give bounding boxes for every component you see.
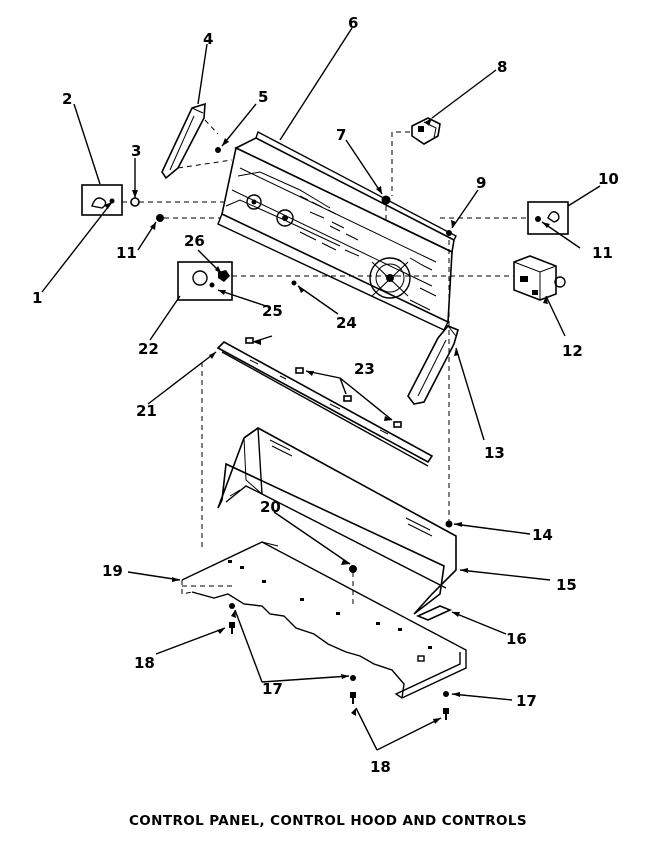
callout-14: 14: [532, 526, 553, 544]
arrowheads: [104, 118, 550, 724]
part-17-nut-left: [229, 603, 235, 609]
part-12-timer: [513, 255, 566, 301]
callout-16: 16: [506, 630, 527, 648]
callout-22: 22: [138, 340, 159, 358]
callout-1: 1: [32, 289, 42, 307]
callout-20: 20: [260, 498, 281, 516]
callout-24: 24: [336, 314, 357, 332]
callout-23: 23: [354, 360, 375, 378]
part-23-clip-c: [343, 395, 352, 402]
callout-18-left: 18: [134, 654, 155, 672]
part-6-control-panel: [217, 130, 457, 331]
callout-7: 7: [336, 126, 346, 144]
part-11-screw-left: [156, 214, 164, 222]
part-18-screw-right: [443, 708, 449, 720]
callout-2: 2: [62, 90, 72, 108]
part-10-knob-plate: [527, 201, 569, 235]
part-7-clip: [381, 195, 391, 205]
part-23-clip-a: [245, 337, 254, 344]
callout-11-right: 11: [592, 244, 613, 262]
callout-15: 15: [556, 576, 577, 594]
callout-18-bottom: 18: [370, 758, 391, 776]
part-4-left-bracket: [161, 102, 206, 180]
part-5-screw: [215, 147, 221, 153]
callout-10: 10: [598, 170, 619, 188]
callout-26: 26: [184, 232, 205, 250]
callout-12: 12: [562, 342, 583, 360]
callout-8: 8: [497, 58, 507, 76]
part-20-clip: [349, 565, 357, 573]
part-18-screw-center: [350, 692, 356, 704]
callout-21: 21: [136, 402, 157, 420]
callout-13: 13: [484, 444, 505, 462]
leader-lines: [41, 27, 601, 751]
part-17-nut-center: [350, 675, 356, 681]
callout-5: 5: [258, 88, 268, 106]
part-14-screw: [445, 520, 453, 528]
part-21-trim-strip: [216, 341, 434, 467]
part-24-screw: [291, 280, 297, 286]
callout-9: 9: [476, 174, 486, 192]
callout-17-right: 17: [516, 692, 537, 710]
callout-3: 3: [131, 142, 141, 160]
callout-17-center: 17: [262, 680, 283, 698]
callout-19: 19: [102, 562, 123, 580]
part-16-bracket: [415, 605, 453, 621]
part-9-screw: [446, 230, 452, 236]
part-19-base-shelf: [181, 541, 467, 699]
part-17-nut-right: [443, 691, 449, 697]
part-23-clip-b: [295, 367, 304, 374]
part-3-nut: [130, 197, 140, 207]
callout-6: 6: [348, 14, 358, 32]
diagram-caption: CONTROL PANEL, CONTROL HOOD AND CONTROLS: [128, 813, 528, 829]
part-2-knob-plate: [81, 184, 123, 216]
callout-11-left: 11: [116, 244, 137, 262]
part-23-clip-d: [393, 421, 402, 428]
part-15-control-hood: [217, 427, 457, 615]
callout-25: 25: [262, 302, 283, 320]
part-13-right-bracket: [407, 325, 459, 405]
part-18-screw-left: [229, 622, 235, 634]
callout-4: 4: [203, 30, 213, 48]
